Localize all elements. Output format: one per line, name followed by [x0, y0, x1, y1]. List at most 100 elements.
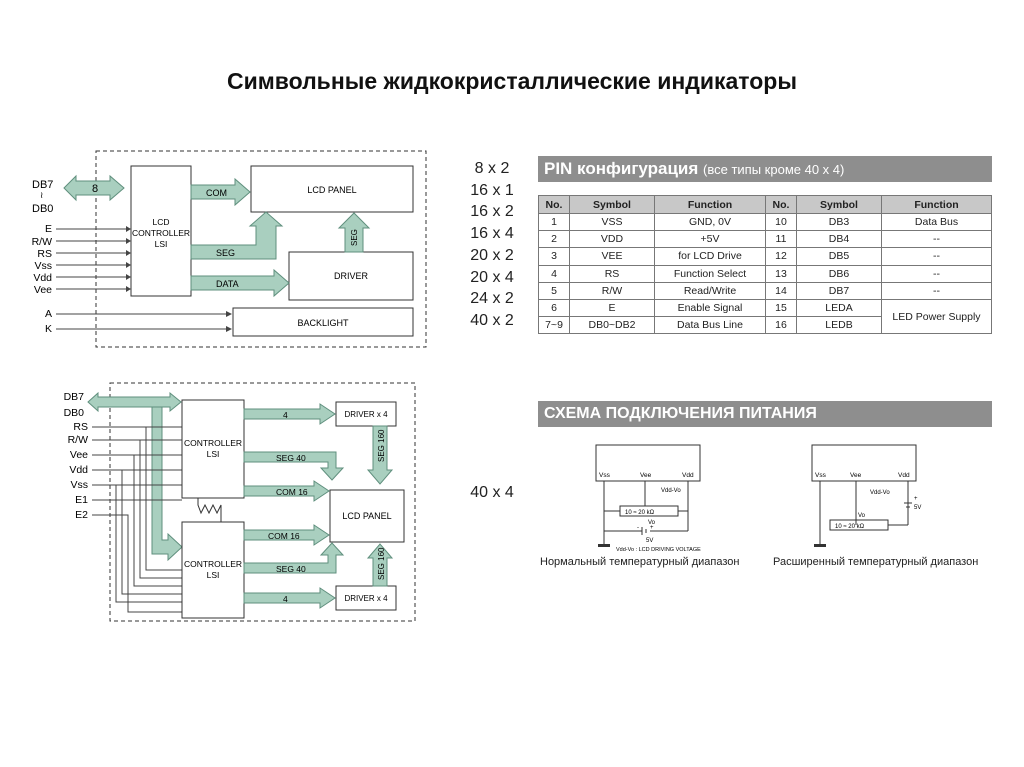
svg-text:CONTROLLER: CONTROLLER	[184, 438, 242, 448]
svg-text:Vdd: Vdd	[33, 272, 52, 284]
svg-text:COM 16: COM 16	[268, 531, 300, 541]
size-item: 16 x 1	[470, 181, 514, 199]
seg-vertical-arrow	[337, 212, 371, 253]
svg-text:LCD: LCD	[152, 217, 169, 227]
size-item: 8 x 2	[474, 160, 510, 177]
size-item: 40 x 2	[470, 311, 514, 329]
caption-extended: Расширенный температурный диапазон	[773, 556, 979, 568]
controller-2-box	[181, 521, 245, 619]
svg-text:Vss: Vss	[70, 479, 88, 491]
seg160-top-arrow	[366, 425, 394, 485]
svg-text:DB0: DB0	[64, 407, 85, 419]
svg-text:5V: 5V	[914, 505, 921, 511]
svg-text:4: 4	[283, 410, 288, 420]
svg-text:E: E	[45, 223, 52, 235]
pin-config-title: PIN конфигурация	[544, 159, 699, 178]
svg-text:R/W: R/W	[68, 434, 89, 446]
svg-text:Vdd: Vdd	[69, 464, 88, 476]
svg-text:RS: RS	[37, 248, 52, 260]
svg-text:LSI: LSI	[207, 570, 220, 580]
lcd-panel-box	[250, 165, 414, 213]
seg40-bottom-arrow	[243, 542, 345, 574]
lcd-block-diagram: DB7 ≀ DB0 8 E R/W RS Vss Vdd Vee LCD CON…	[32, 150, 427, 348]
svg-text:Vo: Vo	[648, 520, 656, 526]
svg-text:SEG: SEG	[216, 248, 235, 258]
size-item: 20 x 4	[470, 268, 514, 286]
svg-text:10 ≈ 20 kΩ: 10 ≈ 20 kΩ	[835, 524, 865, 530]
svg-text:COM: COM	[206, 188, 227, 198]
control-pins: E R/W RS Vss Vdd Vee	[32, 223, 53, 296]
svg-text:CONTROLLER: CONTROLLER	[132, 228, 190, 238]
module-outline	[95, 150, 427, 348]
backlight-box	[232, 307, 414, 337]
db7-label: DB7	[32, 179, 53, 191]
power-circuit-extended: Vss Vee Vdd Vdd-Vo Vo 10 ≈ 20 kΩ + 5V	[811, 444, 921, 547]
svg-text:COM 16: COM 16	[276, 487, 308, 497]
lcd-controller-box	[130, 165, 192, 297]
svg-text:LSI: LSI	[155, 239, 168, 249]
svg-text:DRIVER x 4: DRIVER x 4	[344, 410, 388, 419]
svg-text:5V: 5V	[646, 538, 653, 544]
driver-bottom-box	[335, 585, 397, 611]
bus4-top-arrow	[243, 403, 336, 425]
db0-label: DB0	[32, 203, 53, 215]
svg-text:Vo: Vo	[858, 513, 866, 519]
size-item: 24 x 2	[470, 290, 514, 308]
size-item: 20 x 2	[470, 246, 514, 264]
bus-width-label: 8	[92, 183, 98, 195]
svg-text:DB7: DB7	[64, 391, 85, 403]
svg-text:CONTROLLER: CONTROLLER	[184, 559, 242, 569]
bus4-bottom-arrow	[243, 587, 336, 609]
module-outline	[109, 382, 416, 622]
svg-text:Vdd-Vo: Vdd-Vo	[661, 488, 681, 494]
svg-text:E1: E1	[75, 494, 88, 506]
lcd-40x4-block-diagram: DB7 DB0 RS R/W Vee Vdd Vss E1 E2 CONTROL…	[64, 382, 416, 622]
data-bus-arrow	[63, 174, 125, 202]
svg-text:LCD PANEL: LCD PANEL	[342, 511, 391, 521]
svg-text:LCD PANEL: LCD PANEL	[307, 185, 356, 195]
svg-text:Vee: Vee	[70, 449, 88, 461]
svg-text:4: 4	[283, 594, 288, 604]
svg-text:SEG 160: SEG 160	[377, 429, 386, 462]
svg-text:-: -	[637, 525, 639, 531]
com16-top-arrow	[243, 480, 330, 502]
svg-text:Vss: Vss	[599, 472, 611, 479]
svg-text:Vdd-Vo : LCD DRIVING VOLTAGE: Vdd-Vo : LCD DRIVING VOLTAGE	[616, 547, 701, 553]
svg-text:LSI: LSI	[207, 449, 220, 459]
svg-text:DATA: DATA	[216, 279, 239, 289]
power-scheme-banner: СХЕМА ПОДКЛЮЧЕНИЯ ПИТАНИЯ	[538, 401, 992, 427]
power-circuit-normal: Vss Vee Vdd Vdd-Vo 10 ≈ 20 kΩ Vo 5V - + …	[595, 444, 701, 553]
size-item: 16 x 4	[470, 225, 514, 243]
com-arrow	[190, 177, 251, 207]
svg-text:10 ≈ 20 kΩ: 10 ≈ 20 kΩ	[625, 510, 655, 516]
svg-text:Vdd-Vo: Vdd-Vo	[870, 490, 890, 496]
svg-text:DRIVER: DRIVER	[334, 271, 369, 281]
driver-top-box	[335, 401, 397, 427]
svg-text:+: +	[914, 496, 918, 502]
svg-text:Vdd: Vdd	[682, 472, 694, 479]
pin-config-subtitle: (все типы кроме 40 x 4)	[703, 162, 845, 177]
caption-normal: Нормальный температурный диапазон	[540, 556, 740, 568]
svg-text:Vee: Vee	[640, 472, 652, 479]
svg-text:+: +	[650, 525, 654, 531]
svg-text:BACKLIGHT: BACKLIGHT	[297, 318, 349, 328]
seg-arrow	[190, 211, 284, 260]
controller-1-box	[181, 399, 245, 499]
supported-sizes-list: 8 x 2 16 x 1 16 x 2 16 x 4 20 x 2 20 x 4…	[452, 158, 532, 332]
svg-text:R/W: R/W	[32, 236, 53, 248]
pin-k-label: K	[45, 323, 52, 335]
svg-text:SEG 40: SEG 40	[276, 453, 306, 463]
size-40x4-label: 40 x 4	[470, 484, 514, 501]
pin-config-banner: PIN конфигурация (все типы кроме 40 x 4)	[538, 156, 992, 182]
data-arrow	[190, 268, 290, 298]
size-item: 16 x 2	[470, 203, 514, 221]
com16-bottom-arrow	[243, 524, 330, 546]
svg-text:Vss: Vss	[34, 260, 52, 272]
